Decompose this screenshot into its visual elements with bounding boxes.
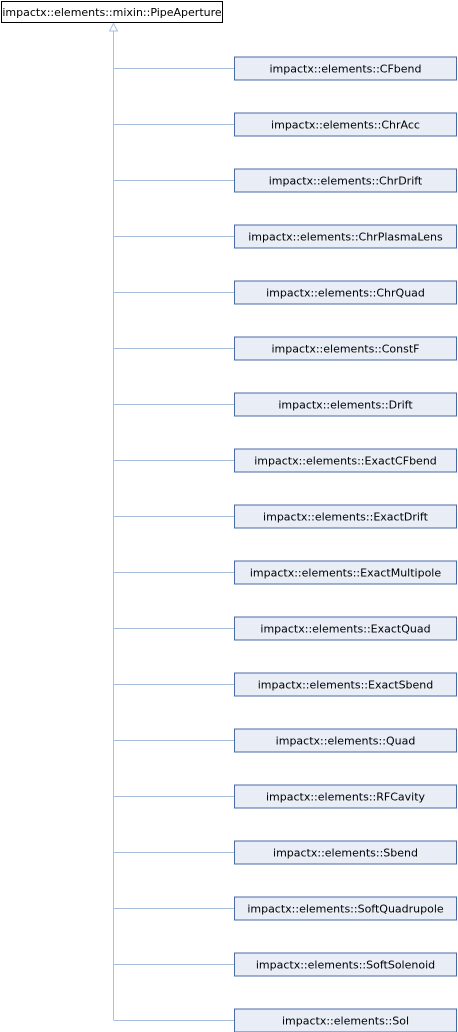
derived-class-label: impactx::elements::Sol: [282, 1015, 409, 1028]
derived-class-node[interactable]: impactx::elements::ConstF: [234, 336, 457, 361]
derived-class-label: impactx::elements::ChrPlasmaLens: [248, 231, 443, 244]
derived-class-box: [234, 168, 457, 193]
derived-class-node[interactable]: impactx::elements::CFbend: [234, 56, 457, 81]
derived-class-label: impactx::elements::ChrQuad: [266, 287, 425, 300]
derived-class-label: impactx::elements::ExactDrift: [263, 511, 429, 524]
derived-class-box: [234, 672, 457, 697]
derived-class-node[interactable]: impactx::elements::ExactDrift: [234, 504, 457, 529]
edges: [108, 22, 234, 1021]
derived-class-label: impactx::elements::ChrDrift: [269, 175, 423, 188]
inheritance-arrowhead: [108, 22, 119, 32]
derived-class-box: [234, 112, 457, 137]
derived-class-label: impactx::elements::ExactMultipole: [250, 567, 441, 580]
derived-class-node[interactable]: impactx::elements::Quad: [234, 728, 457, 753]
derived-class-label: impactx::elements::ExactCFbend: [254, 455, 437, 468]
derived-class-box: [234, 952, 457, 977]
derived-class-node[interactable]: impactx::elements::Drift: [234, 392, 457, 417]
derived-class-node[interactable]: impactx::elements::ChrPlasmaLens: [234, 224, 457, 249]
derived-class-box: [234, 448, 457, 473]
derived-class-node[interactable]: impactx::elements::ChrDrift: [234, 168, 457, 193]
derived-class-box: [234, 336, 457, 361]
derived-class-node[interactable]: impactx::elements::ChrQuad: [234, 280, 457, 305]
derived-class-label: impactx::elements::ExactQuad: [260, 623, 430, 636]
derived-class-label: impactx::elements::RFCavity: [266, 791, 426, 804]
derived-class-box: [234, 392, 457, 417]
derived-class-label: impactx::elements::Sbend: [273, 847, 418, 860]
derived-class-node[interactable]: impactx::elements::Sbend: [234, 840, 457, 865]
derived-class-node[interactable]: impactx::elements::ChrAcc: [234, 112, 457, 137]
derived-class-box: [234, 560, 457, 585]
derived-class-label: impactx::elements::ExactSbend: [258, 679, 434, 692]
derived-class-node[interactable]: impactx::elements::SoftSolenoid: [234, 952, 457, 977]
derived-class-box: [234, 56, 457, 81]
derived-class-label: impactx::elements::SoftSolenoid: [256, 959, 435, 972]
base-class-node[interactable]: impactx::elements::mixin::PipeAperture: [1, 1, 223, 23]
derived-class-box: [234, 224, 457, 249]
derived-class-box: [234, 784, 457, 809]
base-class-label: impactx::elements::mixin::PipeAperture: [2, 6, 222, 19]
derived-class-label: impactx::elements::ChrAcc: [271, 119, 420, 132]
derived-class-label: impactx::elements::SoftQuadrupole: [247, 903, 444, 916]
derived-class-box: [234, 1008, 457, 1032]
derived-class-node[interactable]: impactx::elements::ExactSbend: [234, 672, 457, 697]
derived-class-node[interactable]: impactx::elements::ExactQuad: [234, 616, 457, 641]
derived-class-box: [234, 896, 457, 921]
derived-class-node[interactable]: impactx::elements::Sol: [234, 1008, 457, 1032]
derived-class-label: impactx::elements::CFbend: [270, 63, 422, 76]
derived-class-label: impactx::elements::Drift: [278, 399, 413, 412]
derived-class-label: impactx::elements::ConstF: [271, 343, 419, 356]
derived-class-box: [234, 616, 457, 641]
derived-class-box: [234, 280, 457, 305]
base-class-box: [1, 1, 223, 23]
derived-class-label: impactx::elements::Quad: [276, 735, 416, 748]
derived-class-node[interactable]: impactx::elements::ExactCFbend: [234, 448, 457, 473]
derived-class-box: [234, 504, 457, 529]
derived-class-node[interactable]: impactx::elements::SoftQuadrupole: [234, 896, 457, 921]
derived-class-box: [234, 728, 457, 753]
derived-class-node[interactable]: impactx::elements::RFCavity: [234, 784, 457, 809]
derived-class-box: [234, 840, 457, 865]
derived-class-node[interactable]: impactx::elements::ExactMultipole: [234, 560, 457, 585]
